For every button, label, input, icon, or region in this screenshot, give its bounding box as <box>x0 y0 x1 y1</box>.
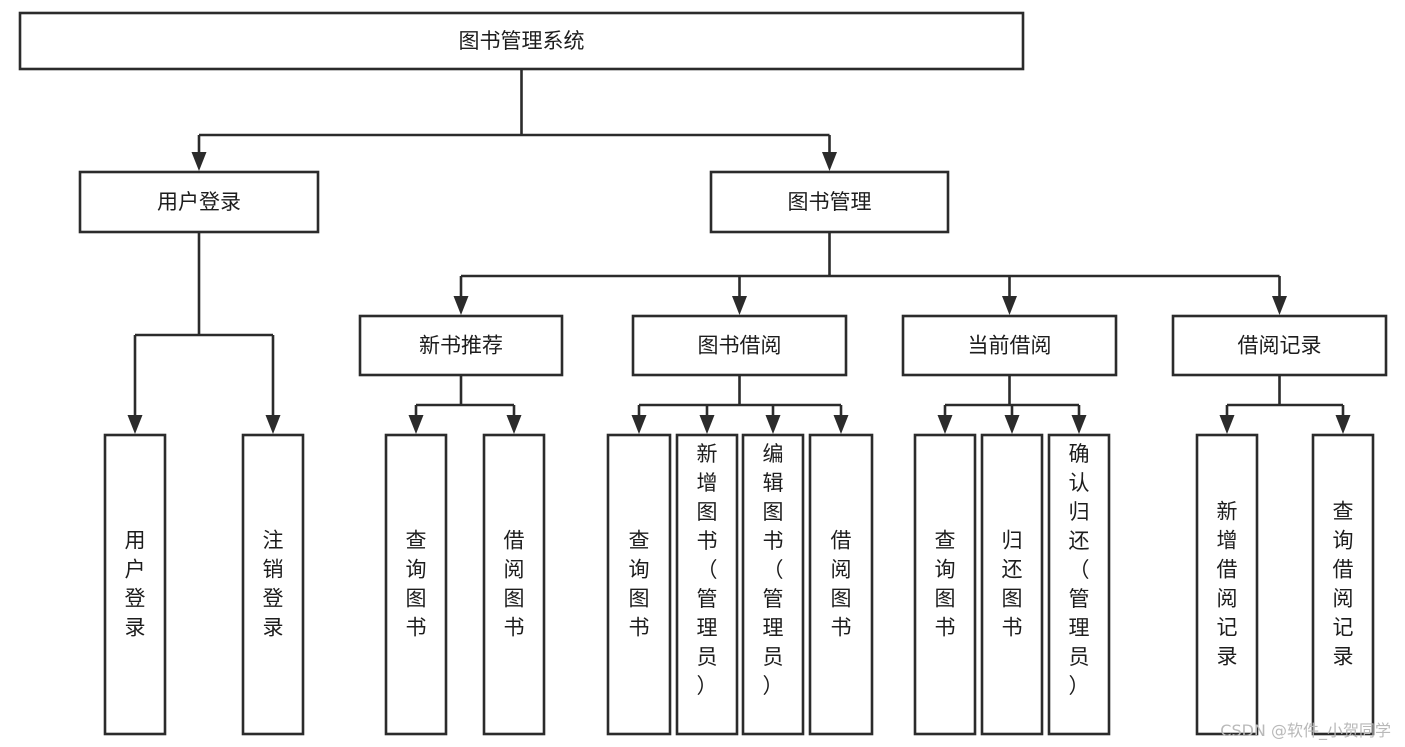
connector-conn-userlogin-split <box>127 232 281 434</box>
node-label: 借阅图书 <box>504 529 525 640</box>
csdn-watermark: CSDN @软件_小贺同学 <box>1220 721 1391 740</box>
leaf-node-leaf-borrow-book[interactable]: 借阅图书 <box>808 433 874 736</box>
node-box[interactable] <box>482 433 546 736</box>
arrow-down-icon <box>127 415 143 434</box>
node-label: 用户登录 <box>157 190 241 214</box>
arrow-down-icon <box>506 415 522 434</box>
level1-node-user-login[interactable]: 用户登录 <box>78 170 320 234</box>
arrow-down-icon <box>699 415 715 434</box>
arrow-down-icon <box>191 152 207 171</box>
leaf-node-leaf-borrow-book-recommend[interactable]: 借阅图书 <box>482 433 546 736</box>
arrow-down-icon <box>631 415 647 434</box>
node-label: 新增图书（管理员） <box>697 442 718 698</box>
node-label: 查询图书 <box>629 529 650 640</box>
node-box[interactable] <box>384 433 448 736</box>
node-box[interactable] <box>1311 433 1375 736</box>
connector-conn-current-split <box>937 375 1087 434</box>
arrow-down-icon <box>1004 415 1020 434</box>
arrow-down-icon <box>1002 296 1017 315</box>
leaf-node-leaf-query-book-current[interactable]: 查询图书 <box>913 433 977 736</box>
node-box[interactable] <box>78 170 320 234</box>
node-label: 图书管理 <box>788 190 872 214</box>
node-box[interactable] <box>103 433 167 736</box>
leaf-node-leaf-query-book-borrow[interactable]: 查询图书 <box>606 433 672 736</box>
connector-layer <box>127 69 1351 434</box>
leaf-node-leaf-edit-book-admin[interactable]: 编辑图书（管理员） <box>741 433 805 736</box>
leaf-node-leaf-logout[interactable]: 注销登录 <box>241 433 305 736</box>
node-label: 确认归还（管理员） <box>1069 442 1090 698</box>
arrow-down-icon <box>765 415 781 434</box>
node-box[interactable] <box>808 433 874 736</box>
node-layer: 图书管理系统用户登录图书管理新书推荐图书借阅当前借阅借阅记录用户登录注销登录查询… <box>18 11 1388 736</box>
node-box[interactable] <box>675 433 739 736</box>
node-label: 图书借阅 <box>698 334 782 358</box>
connector-conn-record-split <box>1219 375 1351 434</box>
node-box[interactable] <box>709 170 950 234</box>
node-label: 用户登录 <box>125 529 146 640</box>
node-box[interactable] <box>913 433 977 736</box>
node-box[interactable] <box>741 433 805 736</box>
node-box[interactable] <box>18 11 1025 71</box>
connector-conn-root-split <box>191 69 837 171</box>
arrow-down-icon <box>408 415 424 434</box>
node-label: 查询图书 <box>935 529 956 640</box>
node-box[interactable] <box>631 314 848 377</box>
arrow-down-icon <box>1071 415 1087 434</box>
node-label: 借阅图书 <box>831 529 852 640</box>
level2-node-borrow-record[interactable]: 借阅记录 <box>1171 314 1388 377</box>
arrow-down-icon <box>453 296 469 315</box>
connector-conn-recommend-split <box>408 375 522 434</box>
node-box[interactable] <box>606 433 672 736</box>
leaf-node-leaf-user-login[interactable]: 用户登录 <box>103 433 167 736</box>
arrow-down-icon <box>1335 415 1351 434</box>
node-label: 新书推荐 <box>419 334 503 358</box>
node-box[interactable] <box>901 314 1118 377</box>
node-label: 编辑图书（管理员） <box>763 442 784 698</box>
leaf-node-leaf-return-book[interactable]: 归还图书 <box>980 433 1044 736</box>
level1-node-book-management[interactable]: 图书管理 <box>709 170 950 234</box>
node-box[interactable] <box>1171 314 1388 377</box>
node-box[interactable] <box>980 433 1044 736</box>
node-label: 新增借阅记录 <box>1217 500 1238 669</box>
leaf-node-leaf-confirm-return-admin[interactable]: 确认归还（管理员） <box>1047 433 1111 736</box>
node-label: 图书管理系统 <box>459 29 585 53</box>
arrow-down-icon <box>1272 296 1287 315</box>
leaf-node-leaf-query-borrow-record[interactable]: 查询借阅记录 <box>1311 433 1375 736</box>
connector-conn-borrow-split <box>631 375 849 434</box>
arrow-down-icon <box>833 415 849 434</box>
root-node-root[interactable]: 图书管理系统 <box>18 11 1025 71</box>
leaf-node-leaf-add-borrow-record[interactable]: 新增借阅记录 <box>1195 433 1259 736</box>
connector-conn-bookmgmt-split <box>453 232 1287 315</box>
node-box[interactable] <box>1047 433 1111 736</box>
node-label: 查询借阅记录 <box>1333 500 1354 669</box>
arrow-down-icon <box>265 415 281 434</box>
node-label: 注销登录 <box>263 529 284 640</box>
node-box[interactable] <box>358 314 564 377</box>
level2-node-new-book-recommend[interactable]: 新书推荐 <box>358 314 564 377</box>
arrow-down-icon <box>1219 415 1235 434</box>
arrow-down-icon <box>732 296 747 315</box>
node-label: 查询图书 <box>406 529 427 640</box>
arrow-down-icon <box>937 415 953 434</box>
level2-node-current-borrow[interactable]: 当前借阅 <box>901 314 1118 377</box>
node-box[interactable] <box>1195 433 1259 736</box>
leaf-node-leaf-add-book-admin[interactable]: 新增图书（管理员） <box>675 433 739 736</box>
node-label: 当前借阅 <box>968 334 1052 358</box>
node-box[interactable] <box>241 433 305 736</box>
leaf-node-leaf-query-book-recommend[interactable]: 查询图书 <box>384 433 448 736</box>
node-label: 归还图书 <box>1002 529 1023 640</box>
node-label: 借阅记录 <box>1238 334 1322 358</box>
level2-node-book-borrow[interactable]: 图书借阅 <box>631 314 848 377</box>
arrow-down-icon <box>822 152 837 171</box>
